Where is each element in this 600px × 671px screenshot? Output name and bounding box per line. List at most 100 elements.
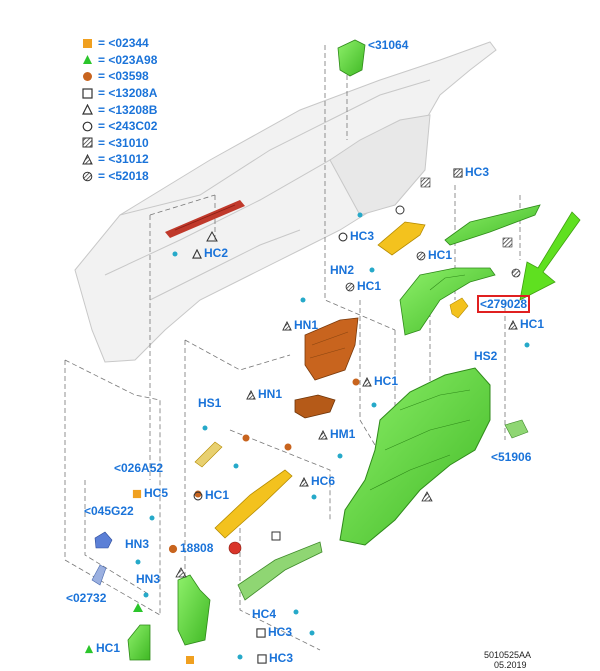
part-green-upper-panel	[444, 204, 541, 246]
part-green-lower-panel	[177, 574, 211, 646]
callout-hc5: HC5	[132, 486, 168, 500]
callout-hc1-mid: HC1	[416, 248, 452, 262]
legend-row: = <13208B	[82, 101, 157, 118]
legend-row: = <03598	[82, 68, 157, 85]
circle-outline-icon	[338, 232, 348, 242]
square-hatched-icon	[82, 137, 93, 148]
callout-51906: <51906	[491, 450, 532, 464]
part-green-pillar-trim	[399, 267, 496, 336]
callout-hc1-center: HC1	[362, 374, 398, 388]
circle-outline-icon	[193, 491, 203, 501]
part-green-sill-strip	[237, 541, 323, 601]
callout-hn3-a: HN3	[125, 537, 150, 551]
legend-row: = <52018	[82, 168, 157, 185]
circle-hatched-icon	[416, 251, 426, 261]
part-brown-block	[294, 394, 336, 419]
symbol-legend: = <02344 = <023A98 = <03598 = <13208A = …	[82, 35, 157, 184]
callout-hs1: HS1	[198, 396, 222, 410]
triangle-green-icon	[84, 644, 94, 653]
square-hatched-icon	[453, 168, 463, 178]
square-orange-icon	[83, 38, 92, 48]
legend-row: = <023A98	[82, 52, 157, 69]
green-pointer-arrow	[519, 211, 581, 301]
legend-label: = <52018	[98, 169, 149, 184]
callout-hc1-bottom: HC1	[84, 641, 120, 655]
part-51906-green	[504, 419, 529, 439]
assembly-guide-lines	[64, 45, 521, 651]
callout-hc1-right: HC1	[508, 317, 544, 331]
part-yellow-bracket-upper	[377, 221, 426, 256]
callout-hc3-top: HC3	[453, 165, 489, 179]
callout-31064: <31064	[368, 38, 409, 52]
callout-hc6: HC6	[299, 474, 335, 488]
vehicle-body-shell	[74, 41, 497, 363]
circle-outline-icon	[82, 121, 93, 132]
callout-hc3-base: HC3	[257, 651, 293, 665]
legend-label: = <243C02	[98, 119, 158, 134]
reference-date: 05.2019	[494, 660, 527, 670]
part-green-quarter-panel	[339, 367, 491, 546]
circle-hatched-icon	[345, 282, 355, 292]
triangle-hatched-icon	[82, 153, 93, 165]
legend-label: = <023A98	[98, 52, 158, 67]
callout-279028[interactable]: <279028	[477, 295, 531, 313]
callout-hn3-b: HN3	[136, 572, 161, 586]
part-yellow-small-bracket	[194, 441, 223, 468]
circle-hatched-icon	[82, 171, 93, 181]
part-green-corner-piece	[127, 624, 151, 661]
triangle-outline-icon	[82, 104, 93, 115]
part-yellow-clip	[449, 297, 469, 319]
square-outline-icon	[257, 654, 267, 664]
legend-label: = <02344	[98, 36, 149, 51]
legend-row: = <31010	[82, 135, 157, 152]
part-brown-panel-hn1	[304, 317, 359, 381]
triangle-hatched-icon	[282, 320, 292, 331]
square-outline-icon	[82, 87, 93, 99]
reference-code: 5010525AA	[484, 650, 532, 660]
part-red-18808	[228, 541, 242, 555]
legend-row: = <13208A	[82, 85, 157, 102]
part-trim-strip-orange	[165, 200, 245, 238]
callout-18808: 18808	[168, 541, 213, 555]
callout-hc4: HC4	[252, 607, 277, 621]
square-outline-icon	[256, 628, 266, 638]
legend-row: = <02344	[82, 35, 157, 52]
circle-orange-icon	[83, 71, 92, 81]
part-yellow-long-strip	[214, 469, 293, 539]
callout-hn1-upper: HN1	[282, 318, 318, 332]
callout-02732: <02732	[66, 591, 107, 605]
callout-026a52: <026A52	[114, 461, 164, 475]
legend-label: = <03598	[98, 69, 149, 84]
callout-hc1-left: HC1	[193, 488, 229, 502]
circle-orange-icon	[168, 544, 178, 553]
legend-label: = <13208B	[98, 102, 158, 117]
triangle-hatched-icon	[508, 319, 518, 330]
callout-hs2: HS2	[474, 349, 498, 363]
legend-label: = <31010	[98, 135, 149, 150]
part-blue-bracket-045g22	[94, 531, 113, 549]
callout-045g22: <045G22	[84, 504, 134, 518]
callout-hn1-lower: HN1	[246, 387, 282, 401]
legend-row: = <243C02	[82, 118, 157, 135]
fastener-markers	[133, 177, 530, 664]
callout-hc3-left: HC3	[338, 229, 374, 243]
callout-hn2: HN2	[330, 263, 355, 277]
callout-hc2: HC2	[192, 246, 228, 260]
triangle-outline-icon	[192, 248, 202, 259]
callout-hc1-upper: HC1	[345, 279, 381, 293]
legend-row: = <31012	[82, 151, 157, 168]
callout-hc3-bottom: HC3	[256, 625, 292, 639]
part-31064-green-cap	[337, 39, 366, 77]
legend-label: = <13208A	[98, 86, 158, 101]
callout-hm1: HM1	[318, 427, 355, 441]
triangle-hatched-icon	[318, 429, 328, 440]
triangle-hatched-icon	[299, 476, 309, 487]
triangle-hatched-icon	[246, 389, 256, 400]
legend-label: = <31012	[98, 152, 149, 167]
part-blue-clip-02732	[91, 564, 107, 586]
triangle-green-icon	[83, 55, 92, 65]
triangle-hatched-icon	[362, 376, 372, 387]
square-orange-icon	[132, 489, 142, 498]
